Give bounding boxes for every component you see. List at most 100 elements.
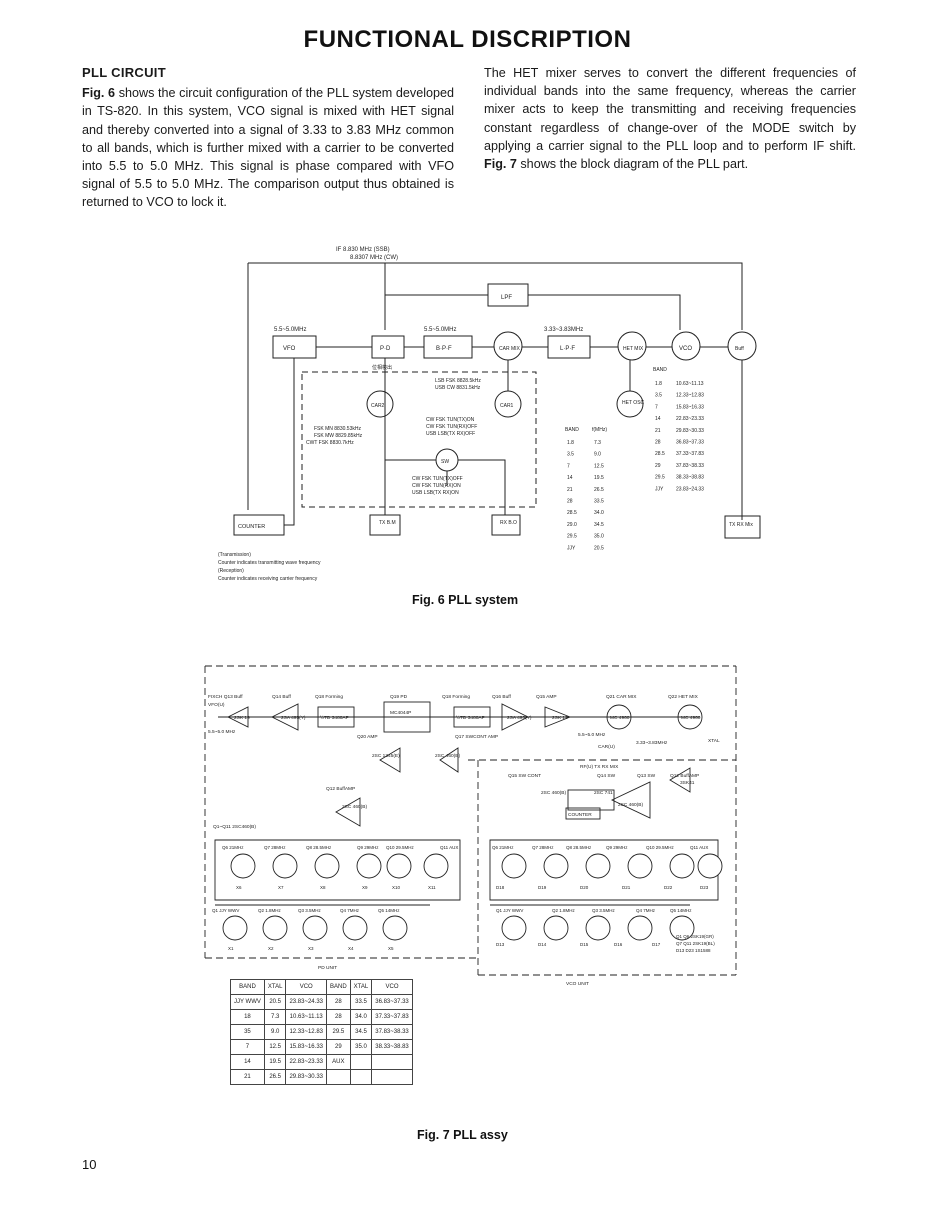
vco-row2-0: Q1 JJY WWV: [496, 908, 523, 913]
band-table1-cell: 14: [567, 475, 573, 481]
band-table1-cell: 19.5: [594, 475, 604, 481]
table-cell: 26.5: [263, 1069, 287, 1085]
page-number: 10: [82, 1157, 97, 1172]
table-cell: 29.5: [326, 1024, 351, 1040]
band-table1-cell: 29.5: [567, 534, 577, 540]
band-table1-cell: JJY: [567, 545, 576, 551]
band-table2-cell: 28.5: [655, 451, 665, 457]
band-table1-cell: 3.5: [567, 452, 574, 458]
table-cell: 14: [230, 1054, 265, 1070]
f7-part-6: 2SK 19: [552, 715, 568, 721]
block-lpf: L·P·F: [560, 346, 575, 352]
vco-row2d-2: D15: [580, 942, 589, 947]
pd-row2-4: Q5 14MHz: [378, 908, 400, 913]
table-cell: 33.5: [349, 994, 373, 1010]
table-cell: 35.0: [349, 1039, 373, 1055]
vco-row2-1: Q2 1.8MHz: [552, 908, 576, 913]
vco-row1-2: Q8 28.5MHz: [566, 845, 592, 850]
note-4: Counter indicates receiving carrier freq…: [218, 576, 318, 582]
band-table1-cell: 34.5: [594, 522, 604, 528]
f7-misc-18: Q12 BuffAMP: [326, 786, 355, 792]
block-vfo: VFO: [283, 346, 296, 352]
f7-misc-20: Q1~Q11 2SC460(B): [213, 824, 256, 830]
table-cell: [349, 1069, 373, 1085]
f7-misc-8: RF(U) TX RX MIX: [580, 764, 619, 770]
band-table2-h1: BAND: [653, 367, 667, 373]
table-header: VCO: [371, 979, 413, 995]
band-table2-cell: 10.63~11.13: [676, 381, 704, 387]
vco-row2d-3: D16: [614, 942, 623, 947]
pd-row1-5: Q11 AUX: [440, 845, 458, 850]
left-paragraph: Fig. 6 shows the circuit configuration o…: [82, 84, 454, 211]
table-cell: 36.83~37.33: [371, 994, 413, 1010]
right-paragraph-text-b: shows the block diagram of the PLL part.: [516, 157, 749, 172]
band-table2-cell: 1.8: [655, 381, 662, 387]
band-table1-cell: 26.5: [594, 487, 604, 493]
band-table1-cell: 28: [567, 499, 573, 505]
pd-note: 位相検出: [372, 364, 392, 371]
f7-part-8: MC 4960: [681, 715, 701, 721]
pd-row2-3: Q4 7MHz: [340, 908, 360, 913]
table-cell: JJY WWV: [230, 994, 265, 1010]
band-table1-cell: 35.0: [594, 534, 604, 540]
note-1: (Transmission): [218, 552, 251, 558]
f7-part-4: ½TD 3480AP: [456, 714, 485, 721]
block-lpf-top: LPF: [501, 295, 512, 301]
pd-row1-2: Q8 28.5MHz: [306, 845, 332, 850]
block-vco: VCO: [679, 346, 692, 352]
pd-row1x-0: X6: [236, 885, 242, 890]
car2-mode-2: FSK MW 8829.85kHz: [314, 433, 363, 439]
band-table2-cell: JJY: [655, 486, 664, 492]
table-cell: [371, 1054, 413, 1070]
f7-top-8: Q22 HET MIX: [668, 694, 699, 700]
band-table2-cell: 29.5: [655, 475, 665, 481]
f7-top-1: Q14 Buff: [272, 694, 292, 700]
table-cell: 7.3: [263, 1009, 287, 1025]
f7-misc-4: 5.5~5.0 MHz: [578, 732, 606, 738]
section-heading: PLL CIRCUIT: [82, 65, 166, 80]
f7-misc-9: Q15 SW CONT: [508, 773, 541, 779]
pd-row1-3: Q9 29MHz: [357, 845, 379, 850]
block-pd: P·D: [380, 346, 391, 352]
f7-top-6: Q15 AMP: [536, 694, 557, 700]
sw-top-2: CW FSK TUN(RX)OFF: [426, 424, 477, 430]
block-car1: CAR1: [500, 403, 514, 409]
left-paragraph-text: shows the circuit configuration of the P…: [82, 86, 455, 210]
vco-row2-3: Q4 7MHz: [636, 908, 656, 913]
vco-row1d-4: D22: [664, 885, 673, 890]
f7-misc-14: 2SC 741: [594, 790, 613, 796]
band-table2-cell: 28: [655, 440, 661, 446]
f7-vco-unit: VCO UNIT: [566, 981, 589, 987]
f7-misc-17: COUNTER: [568, 812, 592, 818]
pd-row2x-0: X1: [228, 946, 234, 951]
table-cell: 35: [230, 1024, 265, 1040]
vco-row2-2: Q3 3.5MHz: [592, 908, 616, 913]
table-header: VCO: [285, 979, 327, 995]
vco-row2d-1: D14: [538, 942, 547, 947]
band-table1-cell: 29.0: [567, 522, 577, 528]
if-label-1: IF 8.830 MHz (SSB): [336, 247, 390, 253]
table-cell: 34.5: [349, 1024, 373, 1040]
band-table1-h2: f(MHz): [592, 427, 607, 433]
vco-row1-5: Q11 AUX: [690, 845, 708, 850]
freq-vfo: 5.5~5.0MHz: [274, 327, 307, 333]
f7-top-7: Q21 CAR MIX: [606, 694, 637, 700]
pd-row1x-2: X8: [320, 885, 326, 890]
table-cell: 38.33~38.83: [371, 1039, 413, 1055]
band-table2-cell: 12.33~12.83: [676, 393, 704, 399]
sw-top-1: CW FSK TUN(TX)ON: [426, 417, 475, 423]
pd-row2x-1: X2: [268, 946, 274, 951]
f7-top-5: Q16 Buff: [492, 694, 512, 700]
band-table1-cell: 1.8: [567, 440, 574, 446]
vco-row1d-2: D20: [580, 885, 589, 890]
f7-misc-12: Q12 BuffAMP: [670, 773, 699, 779]
table-cell: 12.5: [263, 1039, 287, 1055]
f7-misc-7: XTAL: [708, 738, 720, 744]
block-tx-rx-mix: TX RX Mix: [729, 522, 753, 528]
f7-misc-3: 2SC 460(B): [435, 753, 460, 759]
table-cell: 9.0: [263, 1024, 287, 1040]
